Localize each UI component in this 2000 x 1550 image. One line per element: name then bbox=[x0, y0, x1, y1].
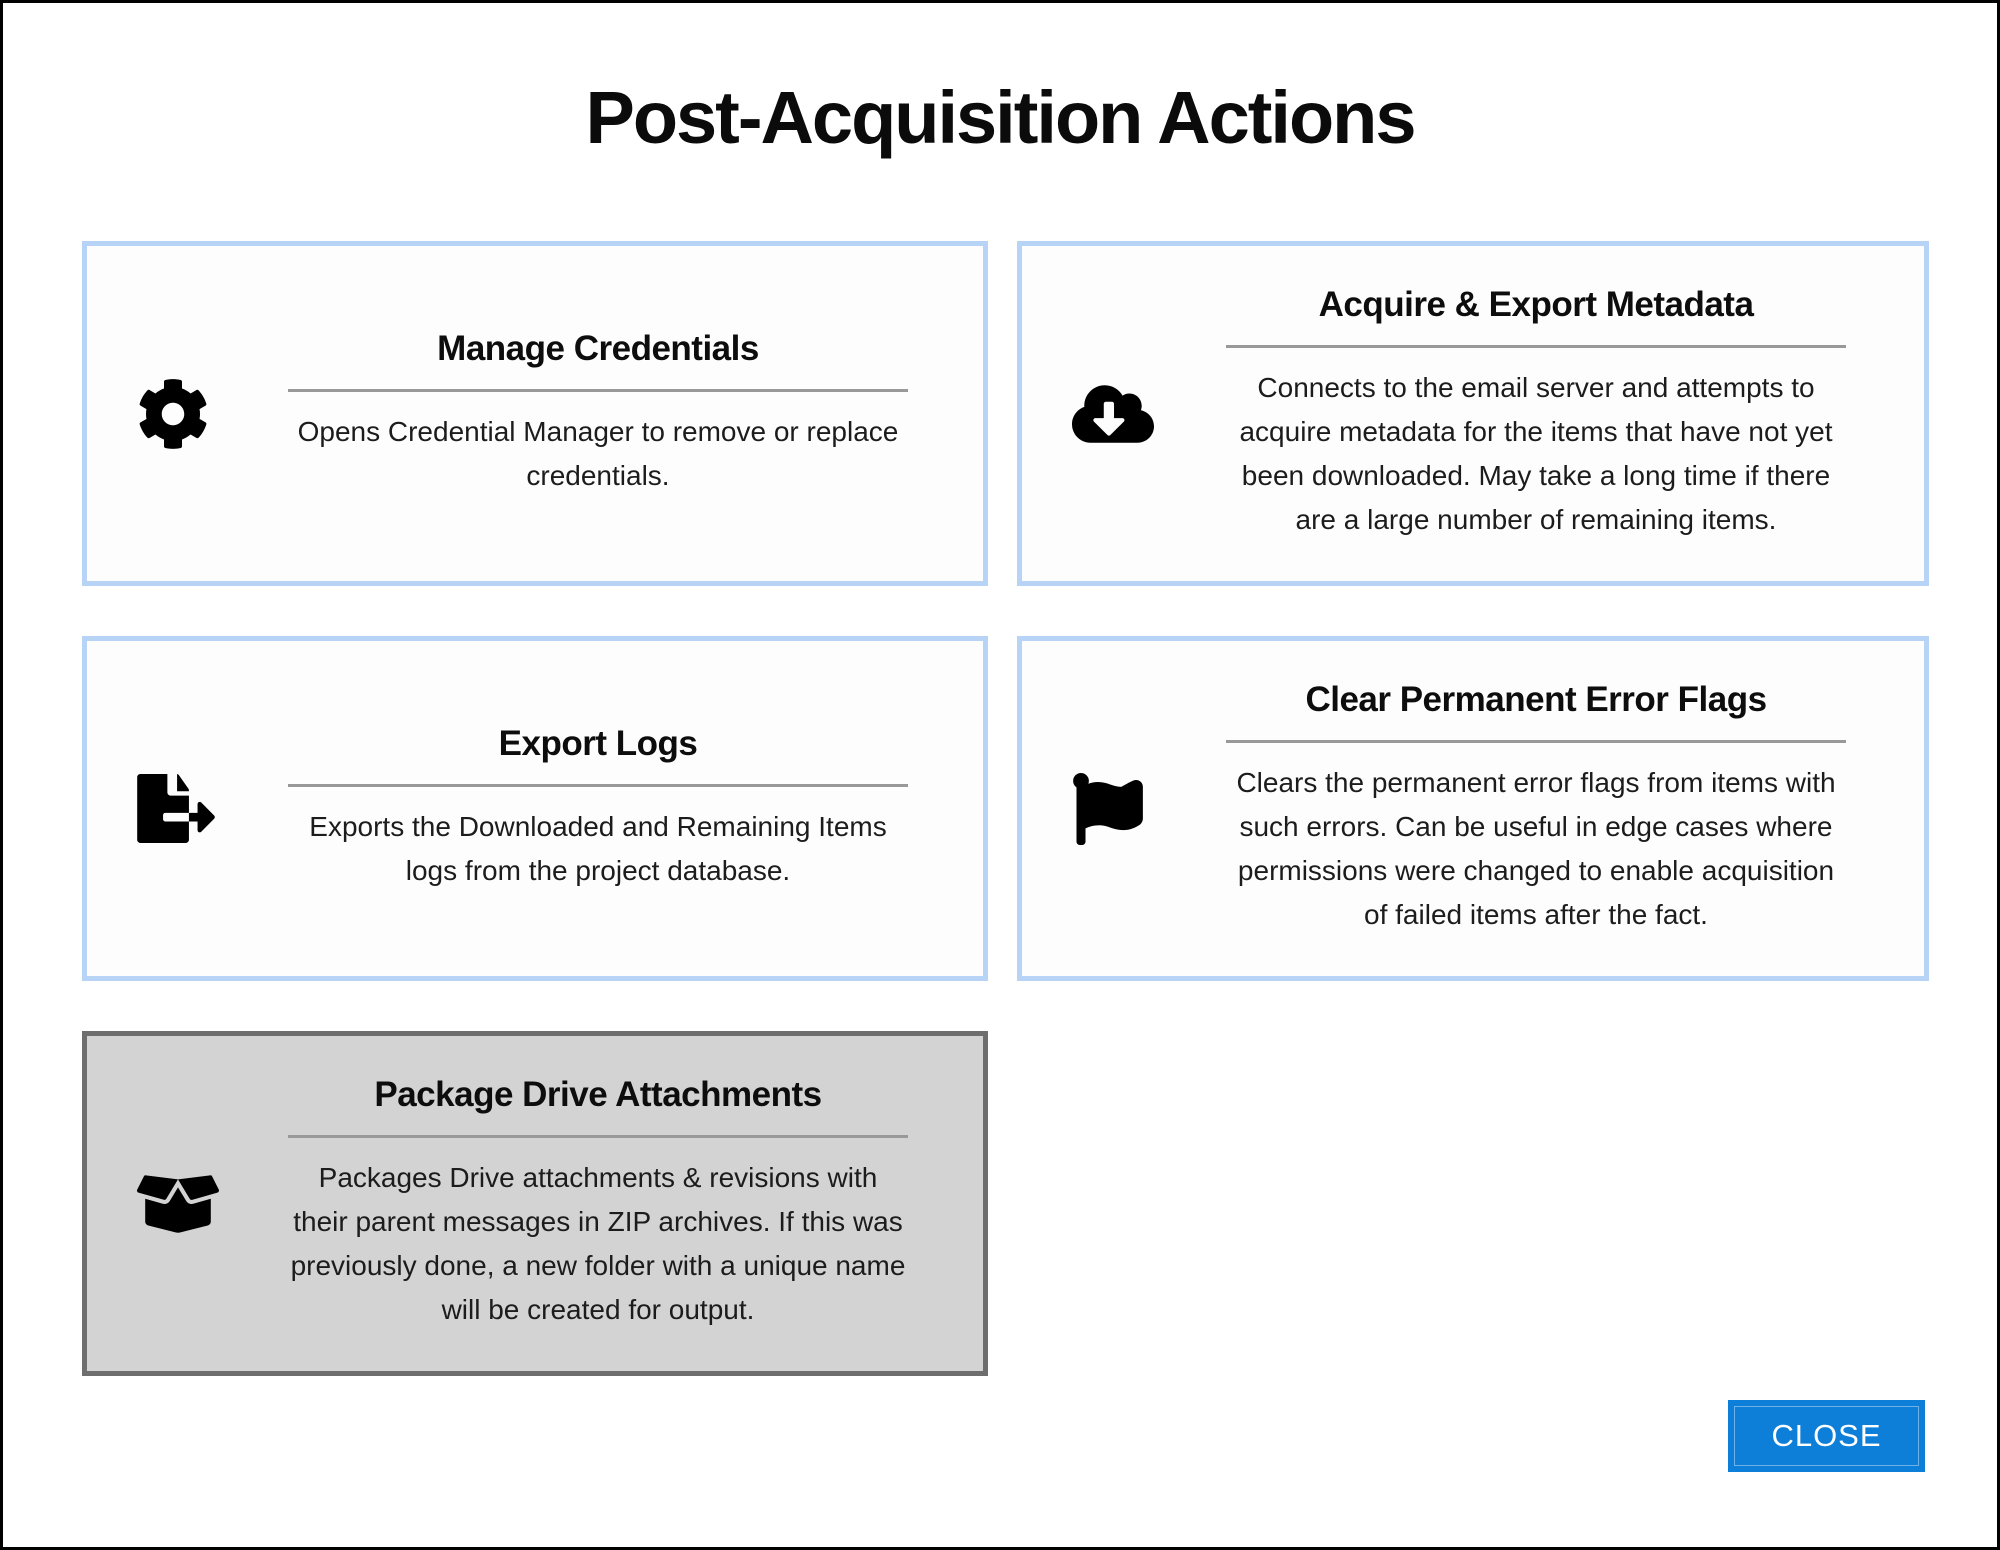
action-card-package-drive-attachments[interactable]: Package Drive Attachments Packages Drive… bbox=[82, 1031, 988, 1376]
card-description: Exports the Downloaded and Remaining Ite… bbox=[309, 811, 887, 886]
card-content: Package Drive Attachments Packages Drive… bbox=[241, 1075, 955, 1332]
action-card-manage-credentials[interactable]: Manage Credentials Opens Credential Mana… bbox=[82, 241, 988, 586]
card-content: Export Logs Exports the Downloaded and R… bbox=[241, 724, 955, 893]
card-title: Export Logs bbox=[498, 724, 698, 763]
card-title: Package Drive Attachments bbox=[374, 1075, 822, 1114]
card-divider bbox=[1226, 345, 1846, 348]
card-content: Manage Credentials Opens Credential Mana… bbox=[241, 329, 955, 498]
gear-icon bbox=[137, 378, 241, 450]
card-content: Clear Permanent Error Flags Clears the p… bbox=[1176, 680, 1896, 937]
close-button[interactable]: CLOSE bbox=[1728, 1400, 1925, 1472]
actions-grid: Manage Credentials Opens Credential Mana… bbox=[82, 241, 1929, 1376]
card-title: Clear Permanent Error Flags bbox=[1305, 680, 1767, 719]
box-open-icon bbox=[137, 1171, 241, 1237]
page-title: Post-Acquisition Actions bbox=[585, 76, 1416, 159]
card-title: Acquire & Export Metadata bbox=[1318, 285, 1754, 324]
card-description: Clears the permanent error flags from it… bbox=[1236, 767, 1836, 930]
card-title: Manage Credentials bbox=[437, 329, 759, 368]
card-content: Acquire & Export Metadata Connects to th… bbox=[1176, 285, 1896, 542]
card-description: Connects to the email server and attempt… bbox=[1239, 372, 1833, 535]
card-description: Packages Drive attachments & revisions w… bbox=[290, 1162, 906, 1325]
action-card-clear-permanent-error-flags[interactable]: Clear Permanent Error Flags Clears the p… bbox=[1017, 636, 1929, 981]
action-card-acquire-export-metadata[interactable]: Acquire & Export Metadata Connects to th… bbox=[1017, 241, 1929, 586]
cloud-download-icon bbox=[1072, 381, 1176, 447]
card-divider bbox=[1226, 740, 1846, 743]
card-description: Opens Credential Manager to remove or re… bbox=[297, 416, 899, 491]
card-divider bbox=[288, 389, 908, 392]
flag-icon bbox=[1072, 772, 1176, 845]
file-export-icon bbox=[137, 774, 241, 843]
card-divider bbox=[288, 1135, 908, 1138]
card-divider bbox=[288, 784, 908, 787]
action-card-export-logs[interactable]: Export Logs Exports the Downloaded and R… bbox=[82, 636, 988, 981]
